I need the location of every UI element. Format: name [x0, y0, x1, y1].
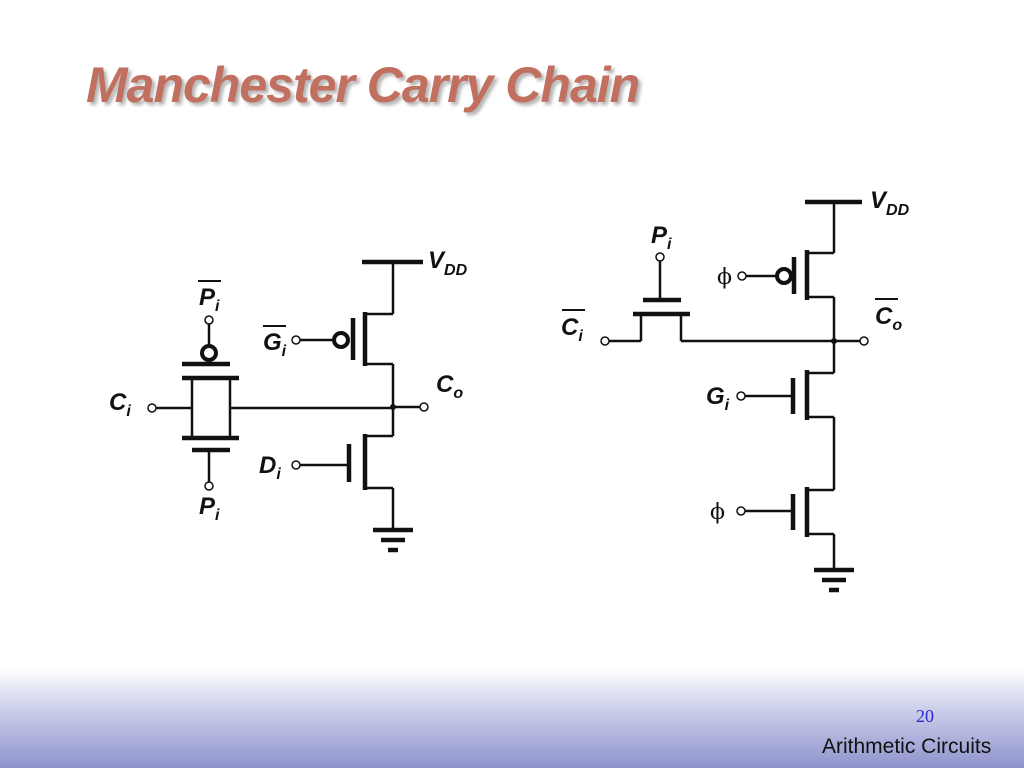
left-ground-symbol — [373, 527, 413, 553]
right-c-in-bar-label: Ci — [561, 314, 583, 345]
right-phi-top-pin — [737, 271, 747, 281]
right-vdd-label: VDD — [870, 187, 910, 219]
left-c-in-pin — [147, 403, 157, 413]
right-circuit: VDD Pi ϕ Ci Co Gi ϕ — [561, 187, 910, 593]
right-p-in-label: Pi — [651, 222, 672, 253]
slide-title: Manchester Carry Chain — [86, 57, 640, 113]
left-p-bottom-pin — [204, 481, 214, 491]
left-nmos-transistor — [291, 434, 393, 490]
right-pmos-transistor — [737, 250, 834, 300]
right-p-in-pin — [655, 252, 665, 262]
left-c-out-pin — [419, 402, 429, 412]
left-d-in-label: Di — [259, 452, 281, 483]
left-d-in-pin — [291, 460, 301, 470]
right-c-out-bar-label: Co — [875, 303, 902, 334]
left-p-bar-label: Pi — [199, 284, 220, 315]
right-pass-transistor — [600, 252, 834, 346]
left-transmission-gate — [147, 315, 393, 491]
right-ground-symbol — [814, 567, 854, 593]
left-g-bar-pin — [291, 335, 301, 345]
left-c-out-label: Co — [436, 371, 463, 402]
left-p-bar-pin — [204, 315, 214, 325]
page-number: 20 — [916, 706, 934, 726]
left-c-in-label: Ci — [109, 389, 131, 420]
right-nmos-phi-transistor — [736, 487, 834, 537]
left-vdd-label: VDD — [428, 247, 468, 279]
right-phi-bottom-pin — [736, 506, 746, 516]
right-c-in-bar-pin — [600, 336, 610, 346]
footer-label: Arithmetic Circuits — [822, 735, 992, 758]
left-circuit: VDD Pi Gi Ci Co Di Pi — [109, 247, 468, 553]
left-pmos-transistor — [291, 312, 393, 366]
right-phi-bottom-label: ϕ — [710, 500, 725, 525]
right-c-out-bar-pin — [859, 336, 869, 346]
footer-gradient-band — [0, 668, 1024, 768]
left-p-bottom-label: Pi — [199, 493, 220, 524]
left-g-bar-label: Gi — [263, 329, 287, 360]
right-phi-top-label: ϕ — [717, 265, 732, 290]
right-g-in-pin — [736, 391, 746, 401]
right-g-in-label: Gi — [706, 383, 730, 414]
right-nmos-g-transistor — [736, 370, 834, 420]
